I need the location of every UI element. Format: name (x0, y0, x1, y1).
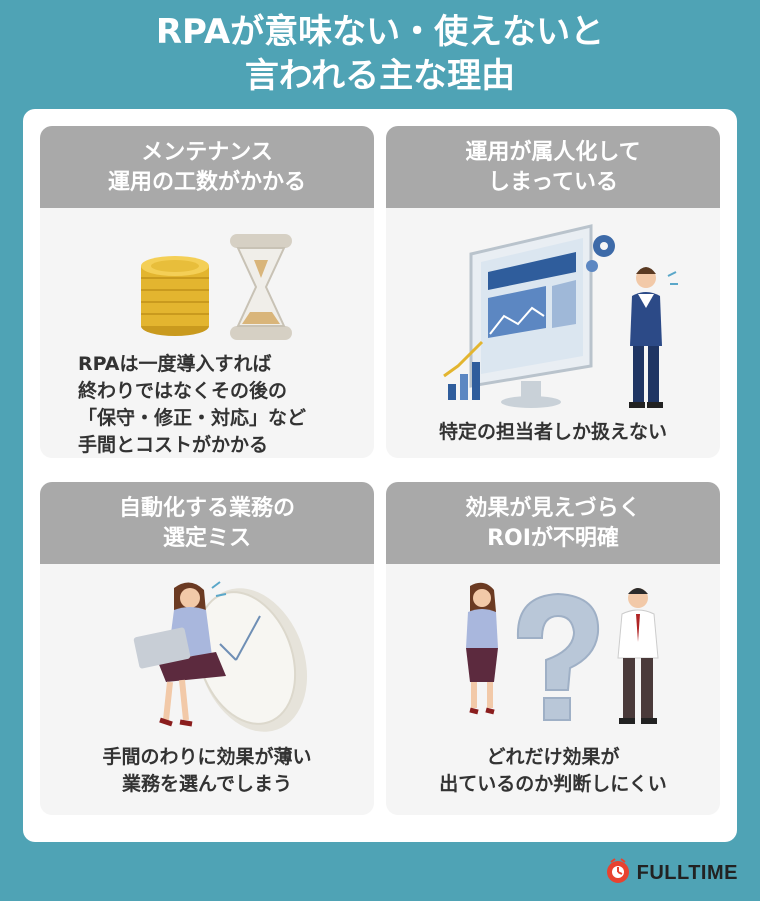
card-heading: 運用が属人化して しまっている (386, 126, 720, 208)
card-description: どれだけ効果が 出ているのか判断しにくい (439, 746, 667, 795)
clock-icon (195, 588, 308, 732)
man-thinking-icon (617, 588, 659, 724)
card-description: RPAは一度導入すれば 終わりではなくその後の 「保守・修正・対応」など 手間と… (78, 353, 307, 456)
coin-stack-icon (141, 256, 209, 336)
reason-card-task-selection: 自動化する業務の 選定ミス (40, 482, 374, 815)
woman-icon (133, 581, 227, 727)
reason-card-roi: 効果が見えづらく ROIが不明確 (386, 482, 720, 815)
reasons-panel: メンテナンス 運用の工数がかかる (23, 109, 737, 842)
card-heading: 効果が見えづらく ROIが不明確 (386, 482, 720, 564)
gear-icon (586, 235, 615, 272)
coins-hourglass-illustration (40, 214, 374, 344)
people-question-mark-illustration (386, 578, 720, 738)
card-heading: 自動化する業務の 選定ミス (40, 482, 374, 564)
hourglass-icon (230, 234, 292, 340)
worker-icon (629, 267, 678, 408)
card-heading: メンテナンス 運用の工数がかかる (40, 126, 374, 208)
brand-name: FULLTIME (636, 861, 738, 884)
woman-laptop-clock-illustration (40, 570, 374, 740)
brand-logo-icon (605, 858, 631, 888)
reason-card-maintenance: メンテナンス 運用の工数がかかる (40, 126, 374, 458)
card-description: 手間のわりに効果が薄い 業務を選んでしまう (102, 746, 312, 795)
question-mark-icon (516, 592, 600, 721)
bar-chart-icon (443, 340, 484, 400)
woman-thinking-icon (466, 582, 498, 715)
monitor-worker-illustration (386, 216, 720, 416)
reason-card-personalization: 運用が属人化して しまっている (386, 126, 720, 458)
card-description: 特定の担当者しか扱えない (438, 421, 667, 443)
page-title: RPAが意味ない・使えないと 言われる主な理由 (155, 12, 605, 96)
brand-logo: FULLTIME (605, 858, 738, 888)
monitor-icon (469, 224, 593, 408)
